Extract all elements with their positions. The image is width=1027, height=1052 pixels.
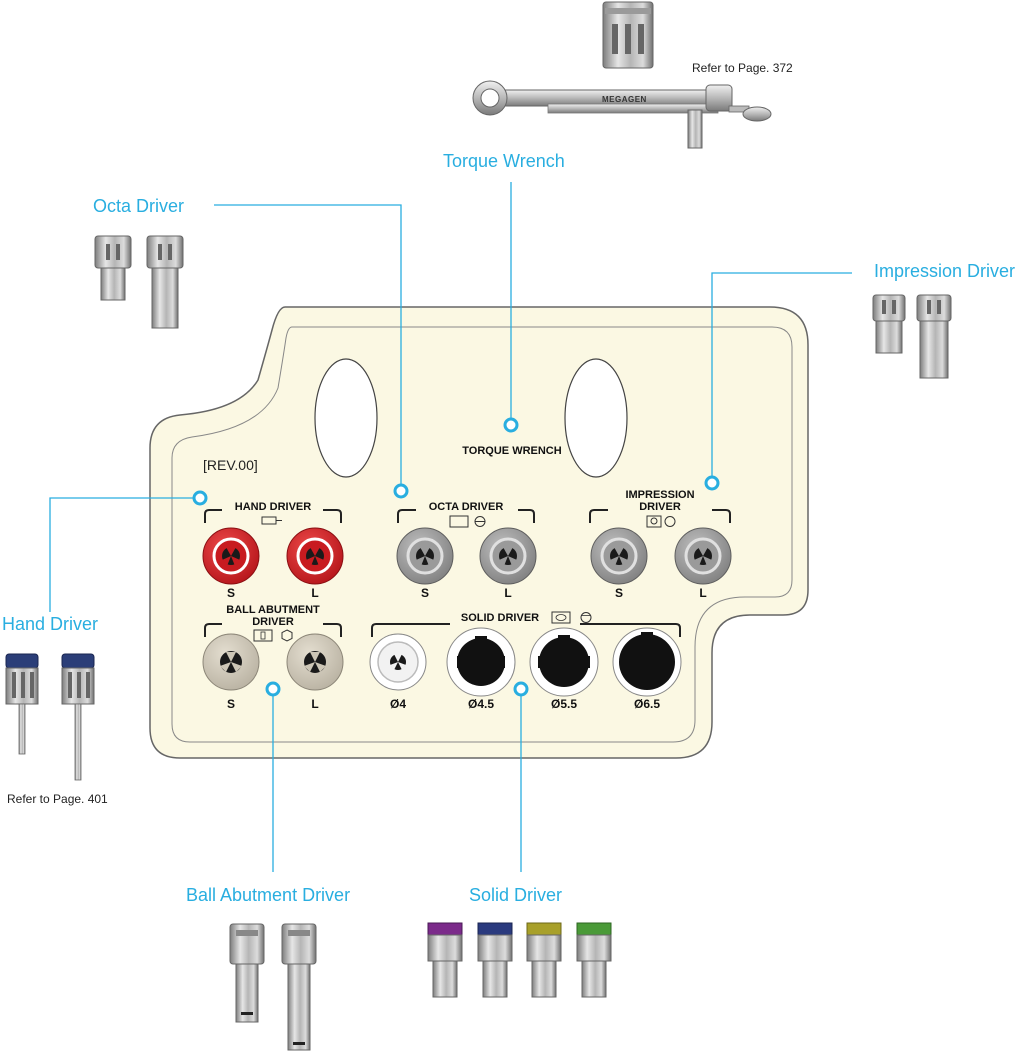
callout-solid-driver: Solid Driver xyxy=(469,885,563,905)
tray-label-ball-abutment-line1: BALL ABUTMENT xyxy=(226,604,320,616)
tray-inner-outline xyxy=(171,326,793,743)
octa-driver-symbol-icon xyxy=(449,515,486,528)
dot-torque-wrench xyxy=(503,417,519,433)
impression-driver-size-l: L xyxy=(699,586,707,600)
solid-driver-size-4-5: Ø4.5 xyxy=(467,697,494,711)
dot-octa-driver xyxy=(393,483,409,499)
ball-abutment-slot-s xyxy=(202,633,260,691)
octa-driver-short-image xyxy=(94,235,132,301)
hand-driver-size-s: S xyxy=(226,586,235,600)
hand-driver-symbol-icon xyxy=(261,516,282,525)
ball-abutment-size-l: L xyxy=(311,697,319,711)
tray-label-impression-driver-line1: IMPRESSION xyxy=(625,489,695,501)
driver-tray xyxy=(149,306,809,759)
octa-driver-size-l: L xyxy=(504,586,512,600)
callout-hand-driver: Hand Driver xyxy=(2,614,99,634)
torque-wrench-brand-text: MEGAGEN xyxy=(602,95,647,104)
octa-driver-slot-l xyxy=(479,527,537,585)
tray-revision-label: [REV.00] xyxy=(203,457,258,473)
solid-driver-slot-4-5 xyxy=(446,627,516,697)
torque-wrench-image xyxy=(472,80,772,149)
solid-driver-slot-5-5 xyxy=(529,627,599,697)
callout-lines xyxy=(49,182,852,872)
impression-driver-slot-s xyxy=(590,527,648,585)
dot-hand-driver xyxy=(192,490,208,506)
impression-driver-slot-l xyxy=(674,527,732,585)
solid-driver-5-5-image xyxy=(526,922,562,998)
dot-solid-driver xyxy=(513,681,529,697)
impression-driver-short-image xyxy=(872,294,906,354)
bracket-impression-driver xyxy=(589,509,731,523)
callout-torque-wrench: Torque Wrench xyxy=(443,151,565,171)
impression-driver-size-s: S xyxy=(614,586,623,600)
callout-dots xyxy=(192,417,720,697)
solid-driver-slot-6-5 xyxy=(612,627,682,697)
tray-label-octa-driver: OCTA DRIVER xyxy=(428,501,504,513)
torque-adapter-image xyxy=(602,1,654,69)
ball-abutment-size-s: S xyxy=(226,697,235,711)
octa-driver-size-s: S xyxy=(420,586,429,600)
ball-abutment-slot-l xyxy=(286,633,344,691)
tray-label-impression-driver-line2: DRIVER xyxy=(639,501,681,513)
bracket-ball-abutment-driver xyxy=(204,623,342,637)
impression-driver-long-image xyxy=(916,294,952,379)
tray-oval-cutout-left xyxy=(314,358,378,478)
leader-octa-driver xyxy=(214,204,402,484)
solid-driver-size-5-5: Ø5.5 xyxy=(550,697,577,711)
ball-abutment-driver-short-image xyxy=(229,923,265,1023)
bracket-hand-driver xyxy=(204,509,342,523)
tray-oval-cutout-right xyxy=(564,358,628,478)
hand-driver-size-l: L xyxy=(311,586,319,600)
solid-driver-symbol-icon xyxy=(551,611,592,624)
callout-impression-driver: Impression Driver xyxy=(874,261,1016,281)
octa-driver-slot-s xyxy=(396,527,454,585)
impression-driver-symbol-icon xyxy=(646,515,676,528)
leader-hand-driver xyxy=(49,497,193,612)
hand-driver-slot-s xyxy=(202,527,260,585)
leader-impression-driver xyxy=(711,272,852,476)
torque-wrench-page-ref: Refer to Page. 372 xyxy=(692,61,793,75)
solid-driver-size-6-5: Ø6.5 xyxy=(633,697,660,711)
solid-driver-4-image xyxy=(427,922,463,998)
bracket-solid-driver xyxy=(371,623,681,637)
hand-driver-short-image xyxy=(5,653,39,755)
ball-abutment-driver-long-image xyxy=(281,923,317,1051)
dot-ball-abutment-driver xyxy=(265,681,281,697)
callout-ball-abutment-driver: Ball Abutment Driver xyxy=(186,885,351,905)
callout-octa-driver: Octa Driver xyxy=(93,196,185,216)
tray-label-ball-abutment-line2: DRIVER xyxy=(252,616,294,628)
solid-driver-size-4: Ø4 xyxy=(389,697,406,711)
octa-driver-long-image xyxy=(146,235,184,329)
hand-driver-page-ref: Refer to Page. 401 xyxy=(7,792,108,806)
hand-driver-slot-l xyxy=(286,527,344,585)
hand-driver-long-image xyxy=(61,653,95,781)
solid-driver-slot-4 xyxy=(369,633,427,691)
tray-label-hand-driver: HAND DRIVER xyxy=(234,501,312,513)
ball-abutment-symbol-icon xyxy=(253,629,293,642)
dot-impression-driver xyxy=(704,475,720,491)
bracket-octa-driver xyxy=(397,509,535,523)
tray-label-solid-driver: SOLID DRIVER xyxy=(460,612,540,624)
solid-driver-4-5-image xyxy=(477,922,513,998)
solid-driver-6-5-image xyxy=(576,922,612,998)
tray-label-torque-wrench: TORQUE WRENCH xyxy=(462,445,562,457)
